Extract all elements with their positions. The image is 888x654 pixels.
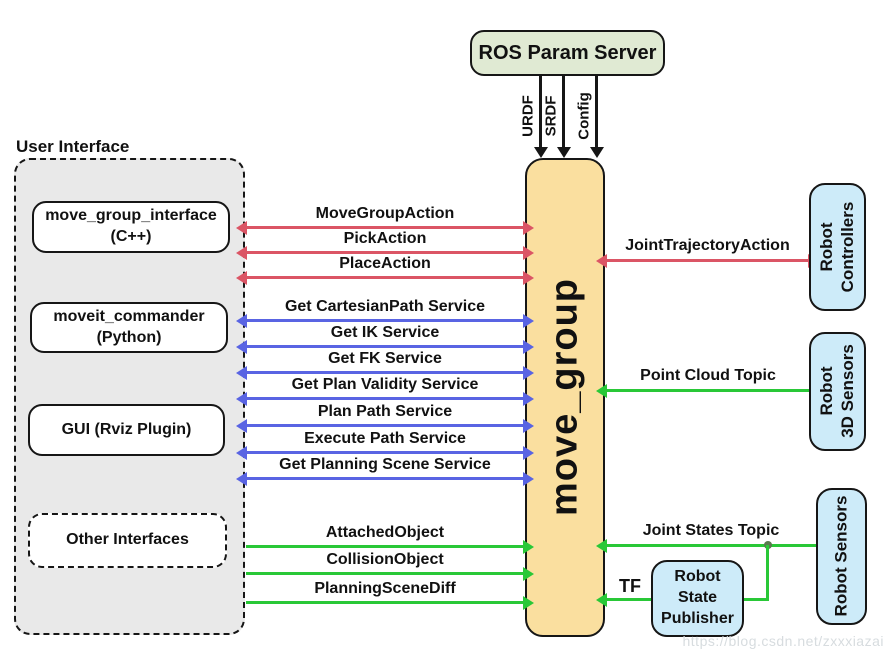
- other-interfaces-box: Other Interfaces: [28, 513, 227, 568]
- joint-states-topic-label: Joint States Topic: [642, 522, 780, 539]
- tf-label: TF: [619, 576, 641, 596]
- move-group-box: [525, 158, 605, 637]
- branch-vertical-segment: [766, 545, 769, 600]
- robot-state-publisher-line1: Robot: [674, 568, 721, 586]
- jointtrajectoryaction-arrow: [596, 253, 819, 268]
- get-ik-service-arrow: [236, 339, 534, 354]
- user-interface-title: User Interface: [16, 137, 130, 156]
- robot-controllers-line2: Controllers: [838, 201, 857, 293]
- pickaction-arrow: [236, 245, 534, 260]
- point-cloud-topic-label: Point Cloud Topic: [640, 367, 776, 384]
- move-group-interface-label-line1: move_group_interface: [45, 207, 217, 225]
- joint-states-topic-arrow: [596, 538, 816, 553]
- robot-state-publisher-line3: Publisher: [661, 609, 734, 627]
- srdf-arrow: [556, 76, 571, 158]
- placeaction-arrow: [236, 270, 534, 285]
- robot-sensors-label: Robot Sensors: [830, 496, 851, 617]
- plan-path-service-label: Plan Path Service: [317, 403, 453, 420]
- srdf-label: SRDF: [542, 95, 560, 137]
- planningscenediff-label: PlanningSceneDiff: [314, 580, 456, 597]
- get-ik-service-label: Get IK Service: [330, 324, 440, 341]
- get-planning-scene-service-label: Get Planning Scene Service: [279, 456, 491, 473]
- get-cartesianpath-service-arrow: [236, 313, 534, 328]
- moveit-commander-label-line2: (Python): [96, 328, 162, 346]
- robot-3d-sensors-line1: Robot: [816, 366, 836, 416]
- robot-controllers-box: [809, 183, 866, 311]
- execute-path-service-label: Execute Path Service: [304, 430, 466, 447]
- robot-controllers-label: Robot Controllers: [816, 202, 859, 293]
- ros-param-server-box: ROS Param Server: [470, 30, 665, 76]
- collisionobject-label: CollisionObject: [326, 551, 444, 568]
- urdf-label: URDF: [519, 95, 537, 137]
- placeaction-label: PlaceAction: [339, 255, 431, 272]
- robot-3d-sensors-label: Robot 3D Sensors: [816, 344, 859, 438]
- get-fk-service-label: Get FK Service: [328, 350, 442, 367]
- get-plan-validity-service-arrow: [236, 391, 534, 406]
- execute-path-service-arrow: [236, 445, 534, 460]
- get-planning-scene-service-arrow: [236, 471, 534, 486]
- branch-horizontal-segment: [744, 598, 769, 601]
- robot-sensors-line1: Robot Sensors: [831, 495, 851, 617]
- planningscenediff-arrow: [246, 595, 534, 610]
- attachedobject-label: AttachedObject: [325, 524, 445, 541]
- tf-arrow: [596, 592, 651, 607]
- other-interfaces-label: Other Interfaces: [66, 531, 189, 549]
- get-cartesianpath-service-label: Get CartesianPath Service: [284, 298, 486, 315]
- urdf-arrow: [533, 76, 548, 158]
- movegroupaction-arrow: [236, 220, 534, 235]
- watermark-text: https://blog.csdn.net/zxxxiazai: [682, 633, 884, 649]
- config-label: Config: [575, 92, 593, 140]
- plan-path-service-arrow: [236, 418, 534, 433]
- point-cloud-topic-arrow: [596, 383, 810, 398]
- robot-3d-sensors-box: [809, 332, 866, 451]
- attachedobject-arrow: [246, 539, 534, 554]
- moveit-commander-box: moveit_commander (Python): [30, 302, 228, 353]
- gui-rviz-plugin-box: GUI (Rviz Plugin): [28, 404, 225, 456]
- ros-param-server-label: ROS Param Server: [478, 42, 657, 64]
- movegroupaction-label: MoveGroupAction: [315, 205, 455, 222]
- move-group-interface-box: move_group_interface (C++): [32, 201, 230, 253]
- robot-state-publisher-box: Robot State Publisher: [651, 560, 744, 637]
- get-plan-validity-service-label: Get Plan Validity Service: [291, 376, 479, 393]
- collisionobject-arrow: [246, 566, 534, 581]
- move-group-interface-label-line2: (C++): [110, 228, 152, 245]
- jointtrajectoryaction-label: JointTrajectoryAction: [625, 237, 790, 254]
- config-arrow: [589, 76, 604, 158]
- robot-state-publisher-line2: State: [677, 589, 718, 607]
- robot-controllers-line1: Robot: [816, 222, 836, 272]
- pickaction-label: PickAction: [343, 230, 427, 247]
- move-group-label: move_group: [543, 277, 586, 517]
- robot-sensors-box: [816, 488, 867, 625]
- robot-3d-sensors-line2: 3D Sensors: [838, 344, 857, 438]
- get-fk-service-arrow: [236, 365, 534, 380]
- gui-rviz-plugin-label: GUI (Rviz Plugin): [61, 420, 192, 438]
- moveit-commander-label-line1: moveit_commander: [53, 307, 205, 325]
